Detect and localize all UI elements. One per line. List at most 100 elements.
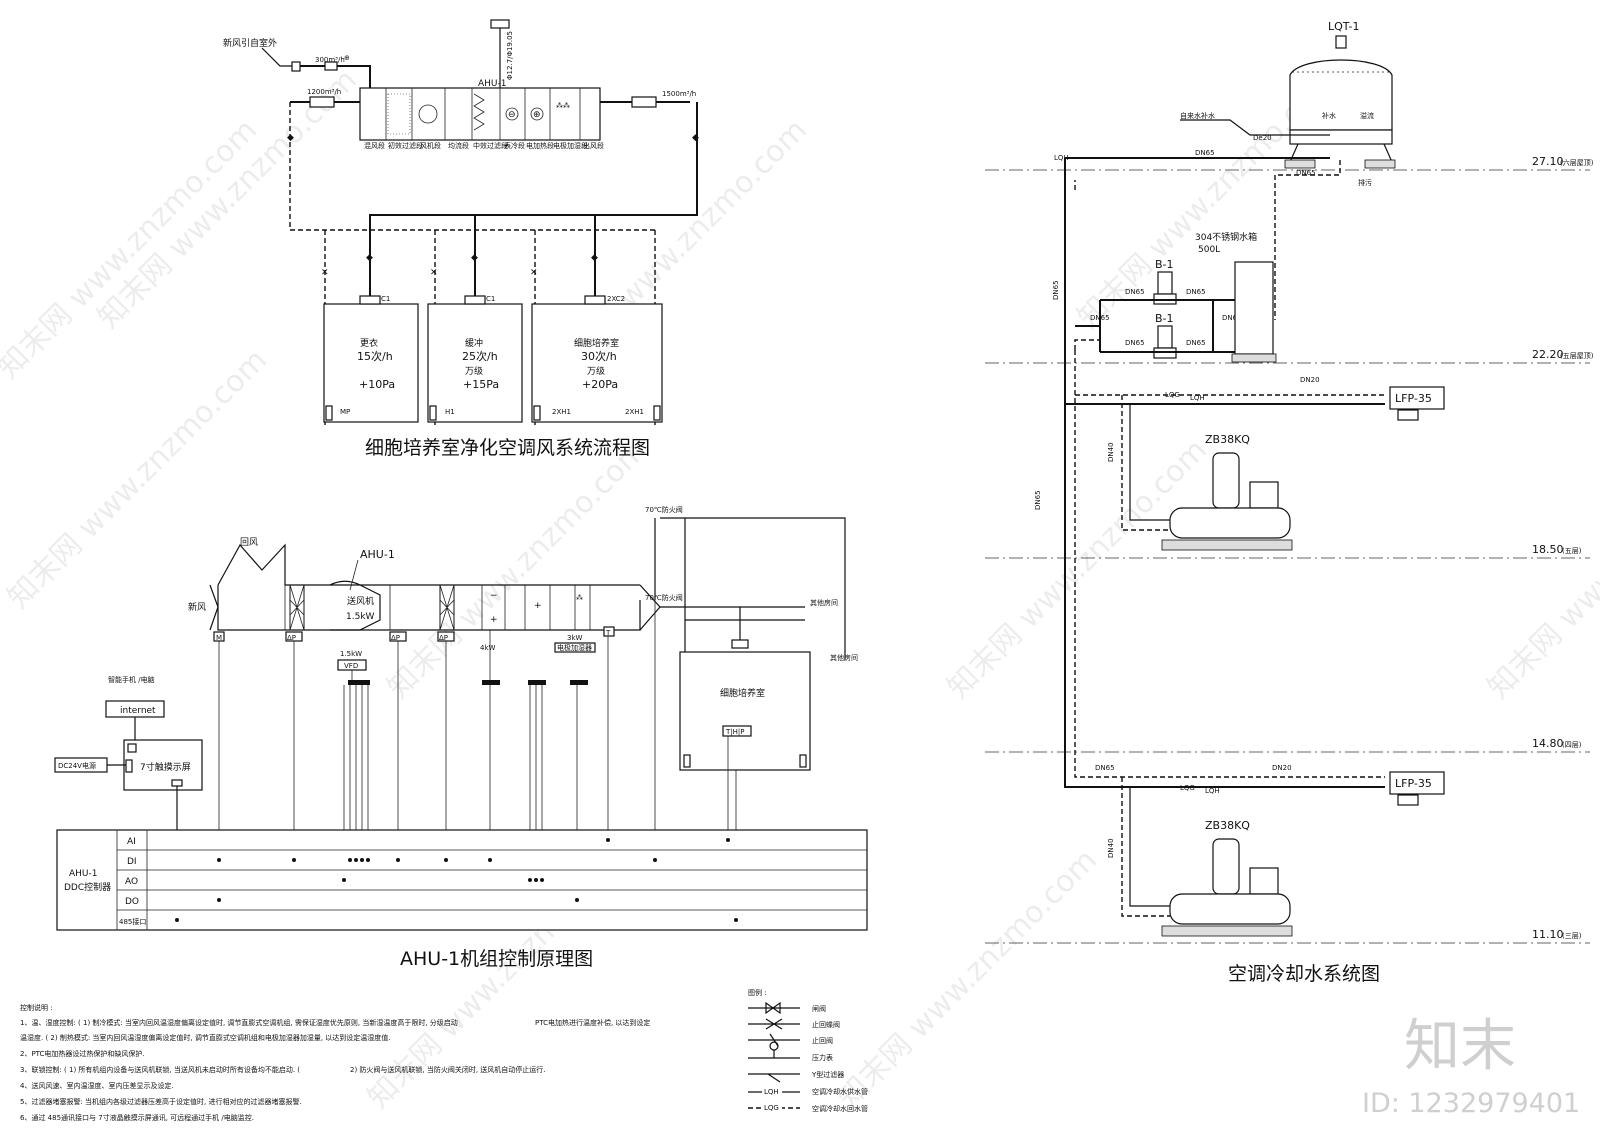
humidifier-box <box>554 642 596 653</box>
return-grille <box>325 405 333 421</box>
legend-symbols <box>748 1001 800 1083</box>
unit-label: LFP-35 <box>1395 392 1432 405</box>
level-floor: (五层屋顶) <box>1560 352 1594 360</box>
chiller-2 <box>1161 838 1293 937</box>
room-label: 细胞培养室 <box>720 687 765 699</box>
section-label: 混风段 <box>364 141 385 150</box>
return-grille <box>799 754 807 768</box>
outdoor-unit-symbol <box>490 19 510 29</box>
supply-outlet <box>464 295 486 305</box>
fan-power: 1.5kW <box>346 612 375 622</box>
thp-sensor-label: T|H|P <box>725 728 744 736</box>
section-label: 电极加湿段 <box>553 141 588 150</box>
section-label: 电加热段 <box>526 141 554 150</box>
fan-rating: 1.5kW <box>340 650 362 658</box>
svg-text:ΔP: ΔP <box>287 634 296 642</box>
pump-2 <box>1153 325 1177 359</box>
svg-text:DN65: DN65 <box>1195 149 1215 157</box>
svg-text:DN65: DN65 <box>1052 280 1060 300</box>
level-floor: (六层屋顶) <box>1560 158 1594 167</box>
fresh-air-duct <box>300 65 371 88</box>
room-ach: 30次/h <box>581 349 617 363</box>
svg-text:ΔP: ΔP <box>439 634 448 642</box>
svg-text:✕: ✕ <box>530 268 538 278</box>
humidifier-contactor <box>570 680 588 685</box>
svg-text:M: M <box>216 634 222 642</box>
cooling-coil-glyph: ⊖ <box>508 110 516 120</box>
ahu-section-labels: 混风段 初效过滤段 风机段 均流段 中效过滤段 表冷段 电加热段 电极加湿段 出… <box>364 141 604 150</box>
level-elev: 14.80 <box>1532 737 1564 750</box>
level-elev: 11.10 <box>1532 928 1564 941</box>
return-main-left <box>289 102 370 231</box>
ahu-outlet-taper <box>639 584 661 631</box>
io-row-label: DO <box>125 897 139 907</box>
water-title: 空调冷却水系统图 <box>1228 963 1380 985</box>
touchscreen-port <box>171 779 183 787</box>
drain-label: 排污 <box>1358 178 1372 187</box>
watermark-text: 知末网 www.znzmo.com <box>1481 433 1600 706</box>
room-grade: 万级 <box>587 365 605 377</box>
svg-text:DN40: DN40 <box>1107 838 1115 858</box>
fire-damper-label-2: 70℃防火阀 <box>645 593 683 602</box>
control-diagram: 回风 新风 AHU-1 送风机 1.5kW − + + ⁂ <box>54 505 868 970</box>
io-terminal-dots <box>175 838 738 922</box>
room-box <box>323 303 419 423</box>
fresh-air-inlet-label: 新风引自室外 <box>223 37 277 49</box>
filter-hatch <box>439 584 455 631</box>
flow-return-label: 1200m³/h <box>307 88 341 96</box>
tower-makeup-label: 补水 <box>1322 111 1336 120</box>
svg-text:DN65: DN65 <box>1296 169 1316 177</box>
pipe-tag: LQH <box>1054 154 1069 162</box>
internet-label: internet <box>120 706 156 716</box>
to-other-room-label: 其他房间 <box>810 598 838 607</box>
section-label: 表冷段 <box>504 141 525 150</box>
room-2: C1 缓冲 25次/h 万级 +15Pa H1 <box>427 295 523 423</box>
lqg-riser <box>1074 350 1385 778</box>
section-label: 中效过滤段 <box>473 141 508 150</box>
legend: 图例 : LQH LQG 闸阀 止回蝶阀 止回阀 压力表 Y型过滤器 空调冷却水… <box>748 988 868 1113</box>
heater-glyph: ⊕ <box>533 110 541 120</box>
fresh-air-damper <box>209 584 219 631</box>
note-line: 2、PTC电加热器设过热保护和缺风保护. <box>20 1049 145 1058</box>
ddc-row-lines <box>116 830 867 930</box>
phone-label: 智能手机 /电脑 <box>108 675 155 684</box>
return-tag: 2XH1 <box>625 408 644 416</box>
legend-item: 止回阀 <box>812 1036 833 1045</box>
lqh-riser <box>1064 158 1385 788</box>
heater-contactor <box>528 680 546 685</box>
vfd-label: VFD <box>344 662 358 670</box>
section-label: 初效过滤段 <box>388 141 423 150</box>
level-floor: (五层) <box>1562 547 1582 555</box>
flow-fresh-label: 300m³/h <box>315 56 345 64</box>
tower-label: LQT-1 <box>1328 20 1359 33</box>
watermark-text: 知末网 www.znzmo.com <box>941 433 1214 706</box>
return-tag: H1 <box>445 408 455 416</box>
legend-item: 空调冷却水供水管 <box>812 1087 868 1096</box>
room-pressure: +10Pa <box>359 378 395 391</box>
touchscreen-box <box>123 739 203 791</box>
legend-item: 压力表 <box>812 1053 833 1062</box>
unit-label-2: LFP-35 <box>1395 777 1432 790</box>
svg-text:✕: ✕ <box>430 268 438 278</box>
supply-silencer <box>631 96 657 108</box>
water-system-diagram: 27.10 (六层屋顶) 22.20 (五层屋顶) 18.50 (五层) 14.… <box>985 20 1594 985</box>
unit-icon <box>1397 409 1419 421</box>
supply-ductwork <box>660 517 846 660</box>
legend-item: 空调冷却水回水管 <box>812 1104 868 1113</box>
room-1: C1 更衣 15次/h +10Pa MP <box>323 295 419 423</box>
level-elev: 18.50 <box>1532 543 1564 556</box>
room-pressure: +15Pa <box>463 378 499 391</box>
air-valves: ◆ ◆ ◆ ◆ ◆ ✕ ✕ ✕ <box>287 133 699 278</box>
outlet-tag: C1 <box>486 295 495 303</box>
note-line: 6、通过 485通讯接口与 7寸液晶触摸示屏通讯, 可远程通过手机 /电脑监控. <box>20 1113 254 1122</box>
pump-label: B-1 <box>1155 258 1174 271</box>
makeup-label: 自来水补水 <box>1180 111 1215 120</box>
fresh-air-valve <box>324 61 338 71</box>
svg-text:ΔP: ΔP <box>391 634 400 642</box>
svg-text:DN65: DN65 <box>1186 288 1206 296</box>
pipe-tag: LQH <box>1190 394 1205 402</box>
svg-text:DN65: DN65 <box>1034 490 1042 510</box>
tank-label: 304不锈钢水箱 <box>1195 231 1257 243</box>
ahu-section-dividers <box>385 88 581 140</box>
chiller-1-return <box>1121 395 1170 531</box>
